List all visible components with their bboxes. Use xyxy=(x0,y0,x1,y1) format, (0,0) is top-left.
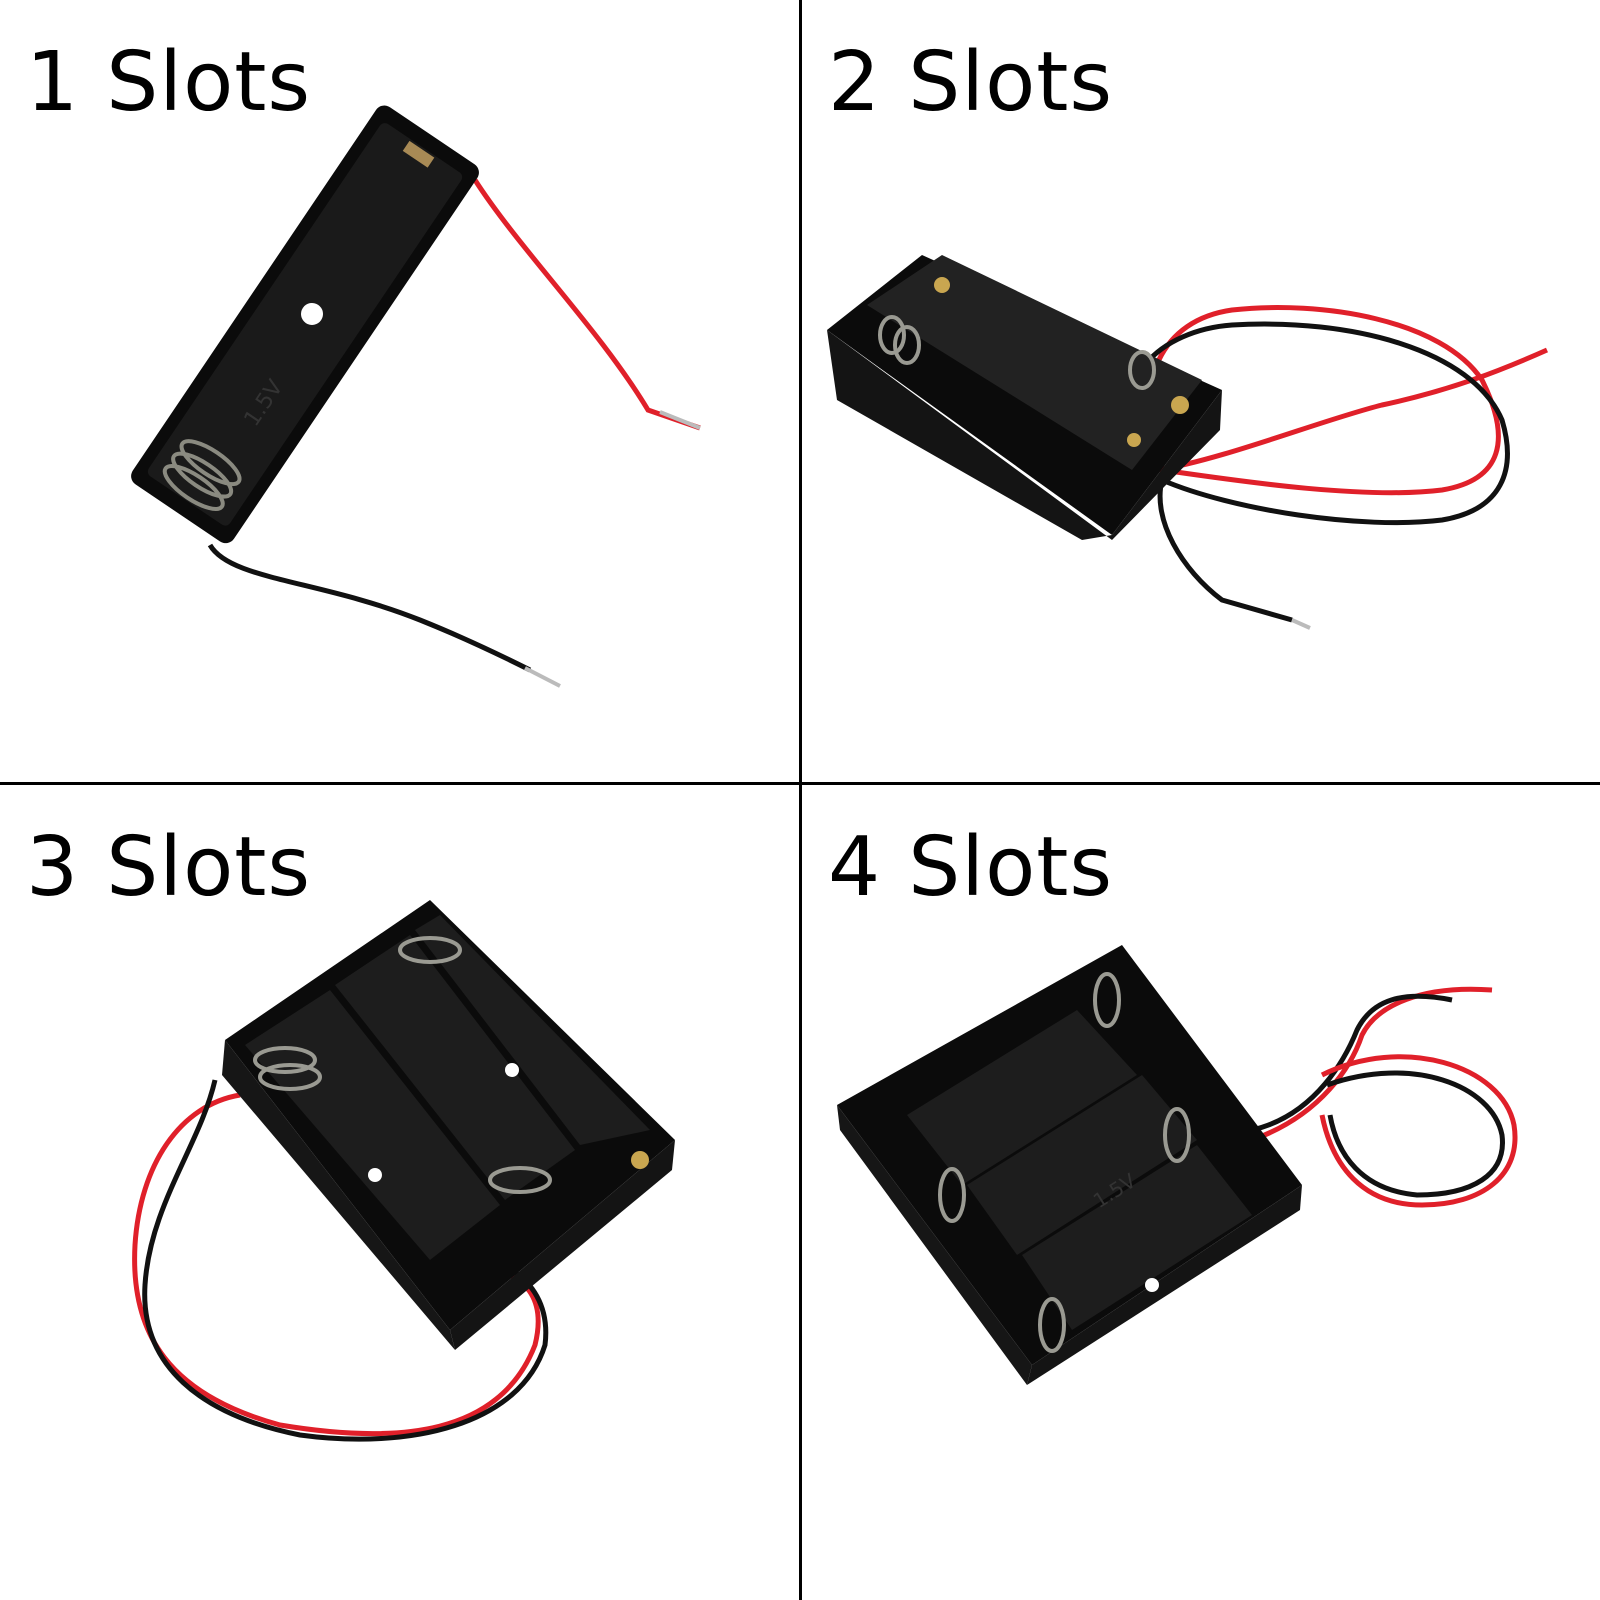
horizontal-divider xyxy=(0,782,1600,785)
panel-label: 3 Slots xyxy=(26,820,312,915)
battery-holder-4-slots-photo: 1.5V xyxy=(837,945,1518,1385)
panel-3-slots: 3 Slots xyxy=(0,785,799,1600)
panel-1-slot: 1.5V 1 Slots xyxy=(0,0,799,782)
panel-label: 4 Slots xyxy=(828,820,1114,915)
battery-holder-2-slots-photo xyxy=(827,255,1549,630)
panel-label: 1 Slots xyxy=(26,35,312,130)
battery-holder-3-slots-photo xyxy=(132,900,675,1442)
vertical-divider xyxy=(799,0,802,1600)
battery-holder-1-slot-photo: 1.5V xyxy=(131,105,701,688)
panel-label: 2 Slots xyxy=(828,35,1114,130)
panel-2-slots: 2 Slots xyxy=(802,0,1600,782)
panel-4-slots: 1.5V 4 Slots xyxy=(802,785,1600,1600)
